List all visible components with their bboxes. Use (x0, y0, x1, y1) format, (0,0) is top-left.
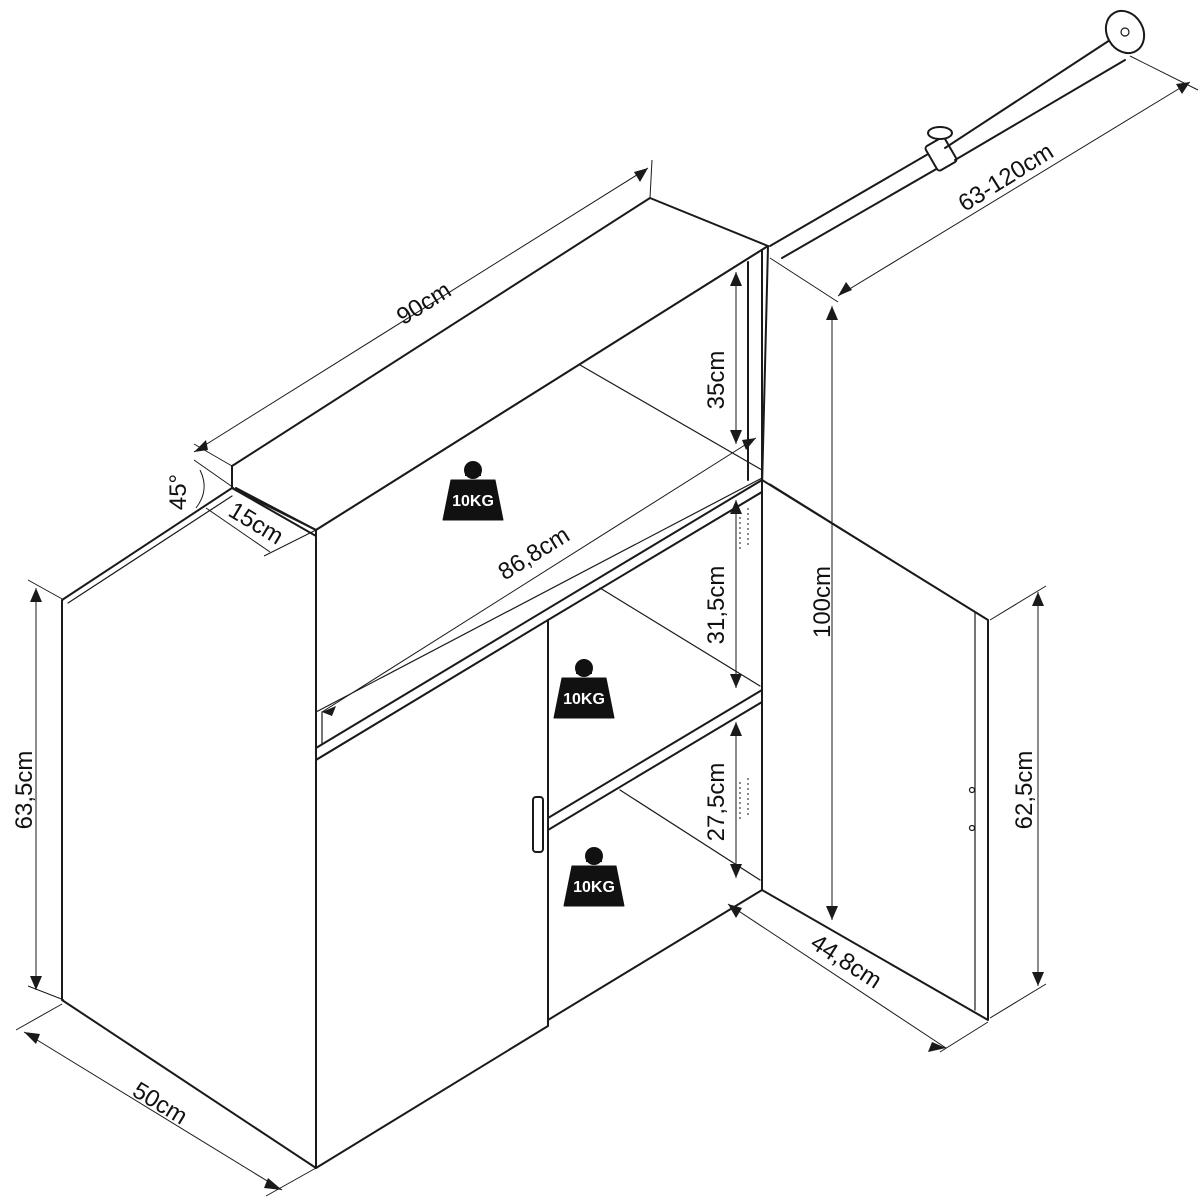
left-side-panel (61, 487, 317, 1169)
right-door-open (761, 479, 989, 1021)
left-door (315, 619, 549, 1169)
weight-marker-middle: 10KG (553, 659, 615, 719)
bottom-shelf-gap-label: 27,5cm (703, 763, 730, 842)
weight-marker-bottom: 10KG (563, 847, 625, 907)
total-height-label: 100cm (809, 566, 836, 638)
dimension-arrows (24, 82, 1190, 1190)
weight-label-bottom: 10KG (573, 879, 615, 896)
top-shelf-gap-label: 35cm (703, 351, 730, 410)
width-label: 90cm (392, 277, 456, 331)
weight-marker-top: 10KG (442, 461, 504, 521)
clothes-rail (769, 9, 1146, 259)
rail-length-label: 63-120cm (954, 138, 1059, 217)
dimension-lines (15, 55, 1199, 1197)
mid-shelf-gap-label: 31,5cm (703, 566, 730, 645)
side-height-label: 63,5cm (11, 751, 38, 830)
door-handle[interactable] (532, 796, 544, 853)
weight-label-middle: 10KG (563, 691, 605, 708)
weight-label-top: 10KG (452, 493, 494, 510)
door-height-label: 62,5cm (1011, 751, 1038, 830)
angle-label: 45° (165, 474, 192, 510)
depth-label: 50cm (128, 1077, 192, 1130)
